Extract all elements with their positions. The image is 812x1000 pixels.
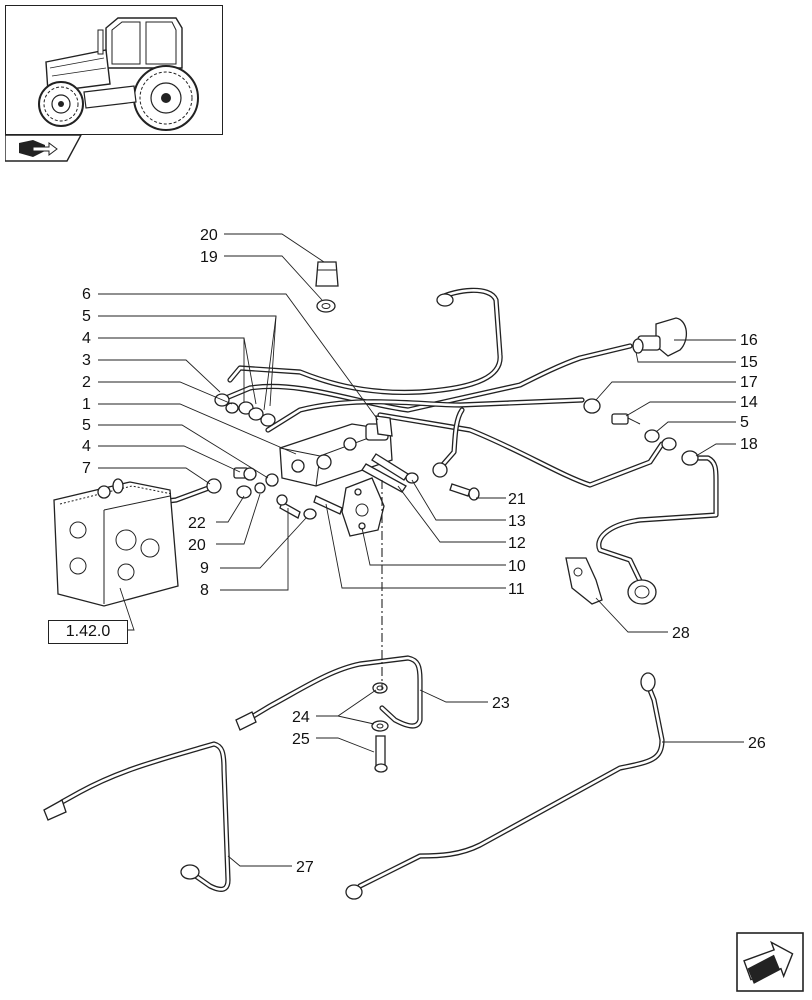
callout-2[interactable]: 2: [82, 374, 91, 391]
callout-24[interactable]: 24: [292, 709, 310, 726]
callout-27[interactable]: 27: [296, 859, 314, 876]
nav-tab-button[interactable]: [4, 134, 85, 163]
reference-link-box[interactable]: 1.42.0: [48, 620, 128, 644]
callout-12[interactable]: 12: [508, 535, 526, 552]
callout-9[interactable]: 9: [200, 560, 209, 577]
callout-22[interactable]: 22: [188, 515, 206, 532]
callout-1[interactable]: 1: [82, 396, 91, 413]
pipe-group: [59, 287, 719, 892]
callout-4[interactable]: 4: [82, 438, 91, 455]
callout-26[interactable]: 26: [748, 735, 766, 752]
callout-18[interactable]: 18: [740, 436, 758, 453]
callout-20[interactable]: 20: [200, 227, 218, 244]
callout-4[interactable]: 4: [82, 330, 91, 347]
callout-16[interactable]: 16: [740, 332, 758, 349]
part-group: [43, 261, 699, 900]
callout-6[interactable]: 6: [82, 286, 91, 303]
callout-8[interactable]: 8: [200, 582, 209, 599]
callout-23[interactable]: 23: [492, 695, 510, 712]
callout-15[interactable]: 15: [740, 354, 758, 371]
callout-17[interactable]: 17: [740, 374, 758, 391]
callout-5[interactable]: 5: [82, 417, 91, 434]
callout-5[interactable]: 5: [740, 414, 749, 431]
book-arrow-icon: [4, 134, 83, 162]
callout-11[interactable]: 11: [508, 581, 525, 598]
tractor-thumbnail[interactable]: [5, 5, 223, 135]
callout-14[interactable]: 14: [740, 394, 758, 411]
next-page-button[interactable]: [736, 932, 804, 992]
callout-20[interactable]: 20: [188, 537, 206, 554]
callout-25[interactable]: 25: [292, 731, 310, 748]
callout-13[interactable]: 13: [508, 513, 526, 530]
callout-19[interactable]: 19: [200, 249, 218, 266]
callout-labels: 20 19 6 5 4 3 2 1 5 4 7 22 20 9 8 21 13 …: [82, 227, 766, 876]
tractor-illustration-icon: [38, 17, 199, 131]
callout-5[interactable]: 5: [82, 308, 91, 325]
callout-10[interactable]: 10: [508, 558, 526, 575]
callout-3[interactable]: 3: [82, 352, 91, 369]
leader-lines: [98, 233, 744, 867]
callout-28[interactable]: 28: [672, 625, 690, 642]
next-page-arrow-icon: [736, 932, 804, 992]
callout-7[interactable]: 7: [82, 460, 91, 477]
callout-21[interactable]: 21: [508, 491, 526, 508]
